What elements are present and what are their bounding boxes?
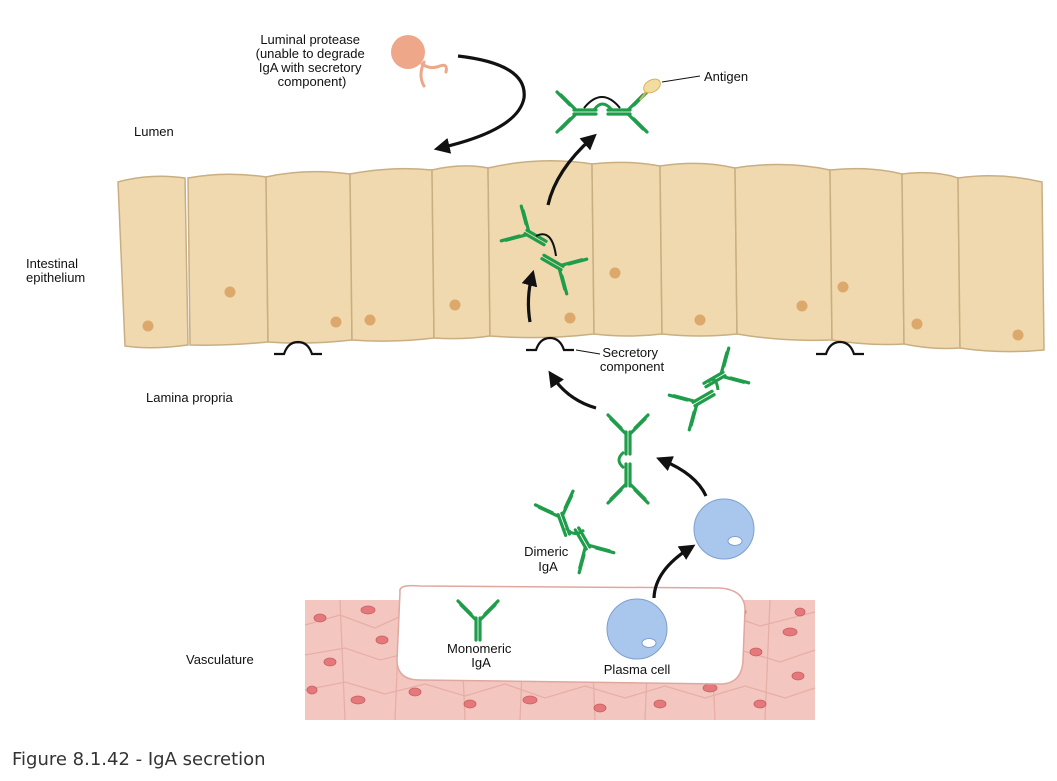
intestinal-epithelium-label: Intestinal epithelium <box>26 256 85 285</box>
plasma-cell-migration-arrow <box>652 544 696 599</box>
binding-arrow <box>548 370 597 410</box>
transcytosis-arrow-lower <box>521 269 538 323</box>
transport-arrows <box>433 54 708 599</box>
intestinal-epithelium <box>117 160 1045 353</box>
dimeric-iga-antibody <box>533 489 616 575</box>
vasculature-label: Vasculature <box>186 652 254 667</box>
iga-in-transcytosis <box>499 204 589 296</box>
dimeric-iga-released <box>606 413 650 505</box>
lamina-propria-label: Lamina propria <box>146 390 233 405</box>
luminal-protease-label: Luminal protease (unable to degrade IgA … <box>256 32 369 89</box>
figure-caption: Figure 8.1.42 - IgA secretion <box>12 749 266 770</box>
secretory-component-label: Secretory component <box>600 345 665 374</box>
antigen <box>639 78 661 101</box>
plasma-cell-in-lamina-propria <box>693 498 755 560</box>
secretory-component-leader-line <box>575 349 601 355</box>
protease-arrow <box>433 54 526 154</box>
plasma-cell-in-vessel <box>606 598 668 660</box>
antigen-leader-line <box>661 75 701 83</box>
dimeric-iga-right <box>667 346 751 432</box>
transcytosis-arrow-upper <box>546 133 597 206</box>
plasma-cell-release-arrow <box>656 456 708 497</box>
luminal-protease <box>391 35 448 88</box>
antigen-label: Antigen <box>704 69 748 84</box>
monomeric-iga-label: Monomeric IgA <box>447 641 515 670</box>
blood-vessel-lumen <box>396 584 746 685</box>
dimeric-iga-label: Dimeric IgA <box>524 544 572 574</box>
secretory-iga-in-lumen <box>555 90 649 134</box>
plasma-cell-label: Plasma cell <box>604 662 671 677</box>
lumen-label: Lumen <box>134 124 174 139</box>
secretory-component-receptors <box>274 336 864 356</box>
